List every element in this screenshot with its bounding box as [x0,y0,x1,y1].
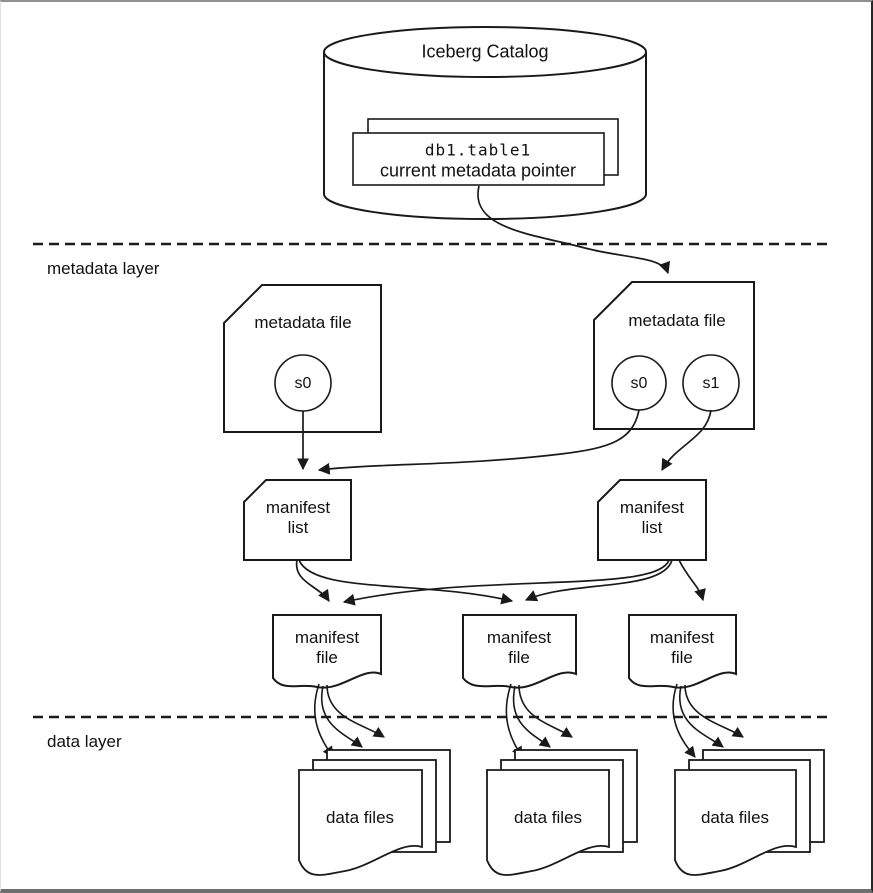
data-files-stack-3 [674,749,825,876]
snapshot-s0-right-label: s0 [630,375,648,392]
metadata-file-2-label: metadata file [628,311,726,330]
metadata-file-1-label: metadata file [254,313,352,332]
manifest-file-1-label: manifest file [294,628,360,667]
arrow-list2-to-file3 [678,559,706,602]
snapshot-s0-left-label: s0 [294,375,312,392]
data-file-front [486,769,610,876]
data-files-stack-1 [298,749,451,876]
data-files-1-label: data files [325,808,395,827]
arrow-list2-to-file1 [342,559,670,606]
data-layer-label: data layer [47,732,122,751]
data-file-front [674,769,797,876]
arrow-file2-to-datafiles-c [518,684,573,738]
manifest-list-1-shape [243,479,352,561]
manifest-file-3-shape [628,614,737,689]
arrow-list1-to-file2 [298,559,514,605]
table-identifier: db1.table1 [424,140,532,160]
manifest-file-2-shape [462,614,577,689]
arrow-pointer-to-metadata-file-2 [477,185,671,275]
arrow-file1-to-datafiles-b [320,685,363,748]
arrow-file3-to-datafiles-a [672,683,696,758]
manifest-list-2-label: manifest list [619,498,685,537]
manifest-file-2-label: manifest file [486,628,552,667]
manifest-list-2-shape [597,479,707,561]
arrow-file1-to-datafiles-c [326,684,385,738]
arrow-list2-to-file2 [524,559,673,602]
metadata-layer-label: metadata layer [47,259,160,278]
manifest-file-1-shape [272,614,382,689]
arrow-file2-to-datafiles-b [512,685,551,748]
catalog-title: Iceberg Catalog [421,41,549,62]
snapshot-s1-label: s1 [702,375,720,392]
data-file-front [298,769,423,876]
manifest-list-1-label: manifest list [265,498,331,537]
arrow-file3-to-datafiles-c [684,684,744,738]
arrow-file3-to-datafiles-b [678,685,724,748]
arrow-s1-to-manifest-list-2 [661,409,712,472]
data-files-2-label: data files [513,808,583,827]
cylinder-top [323,26,647,78]
current-metadata-pointer-label: current metadata pointer [379,160,577,181]
pointer-card-front [352,132,605,186]
arrow-file1-to-datafiles-a [314,683,334,758]
data-files-3-label: data files [700,808,770,827]
data-files-stack-2 [486,749,638,876]
manifest-file-3-label: manifest file [649,628,715,667]
arrow-s0-right-to-manifest-list-1 [317,409,640,475]
metadata-file-2-shape [593,281,755,430]
arrow-list1-to-file1 [295,559,330,602]
